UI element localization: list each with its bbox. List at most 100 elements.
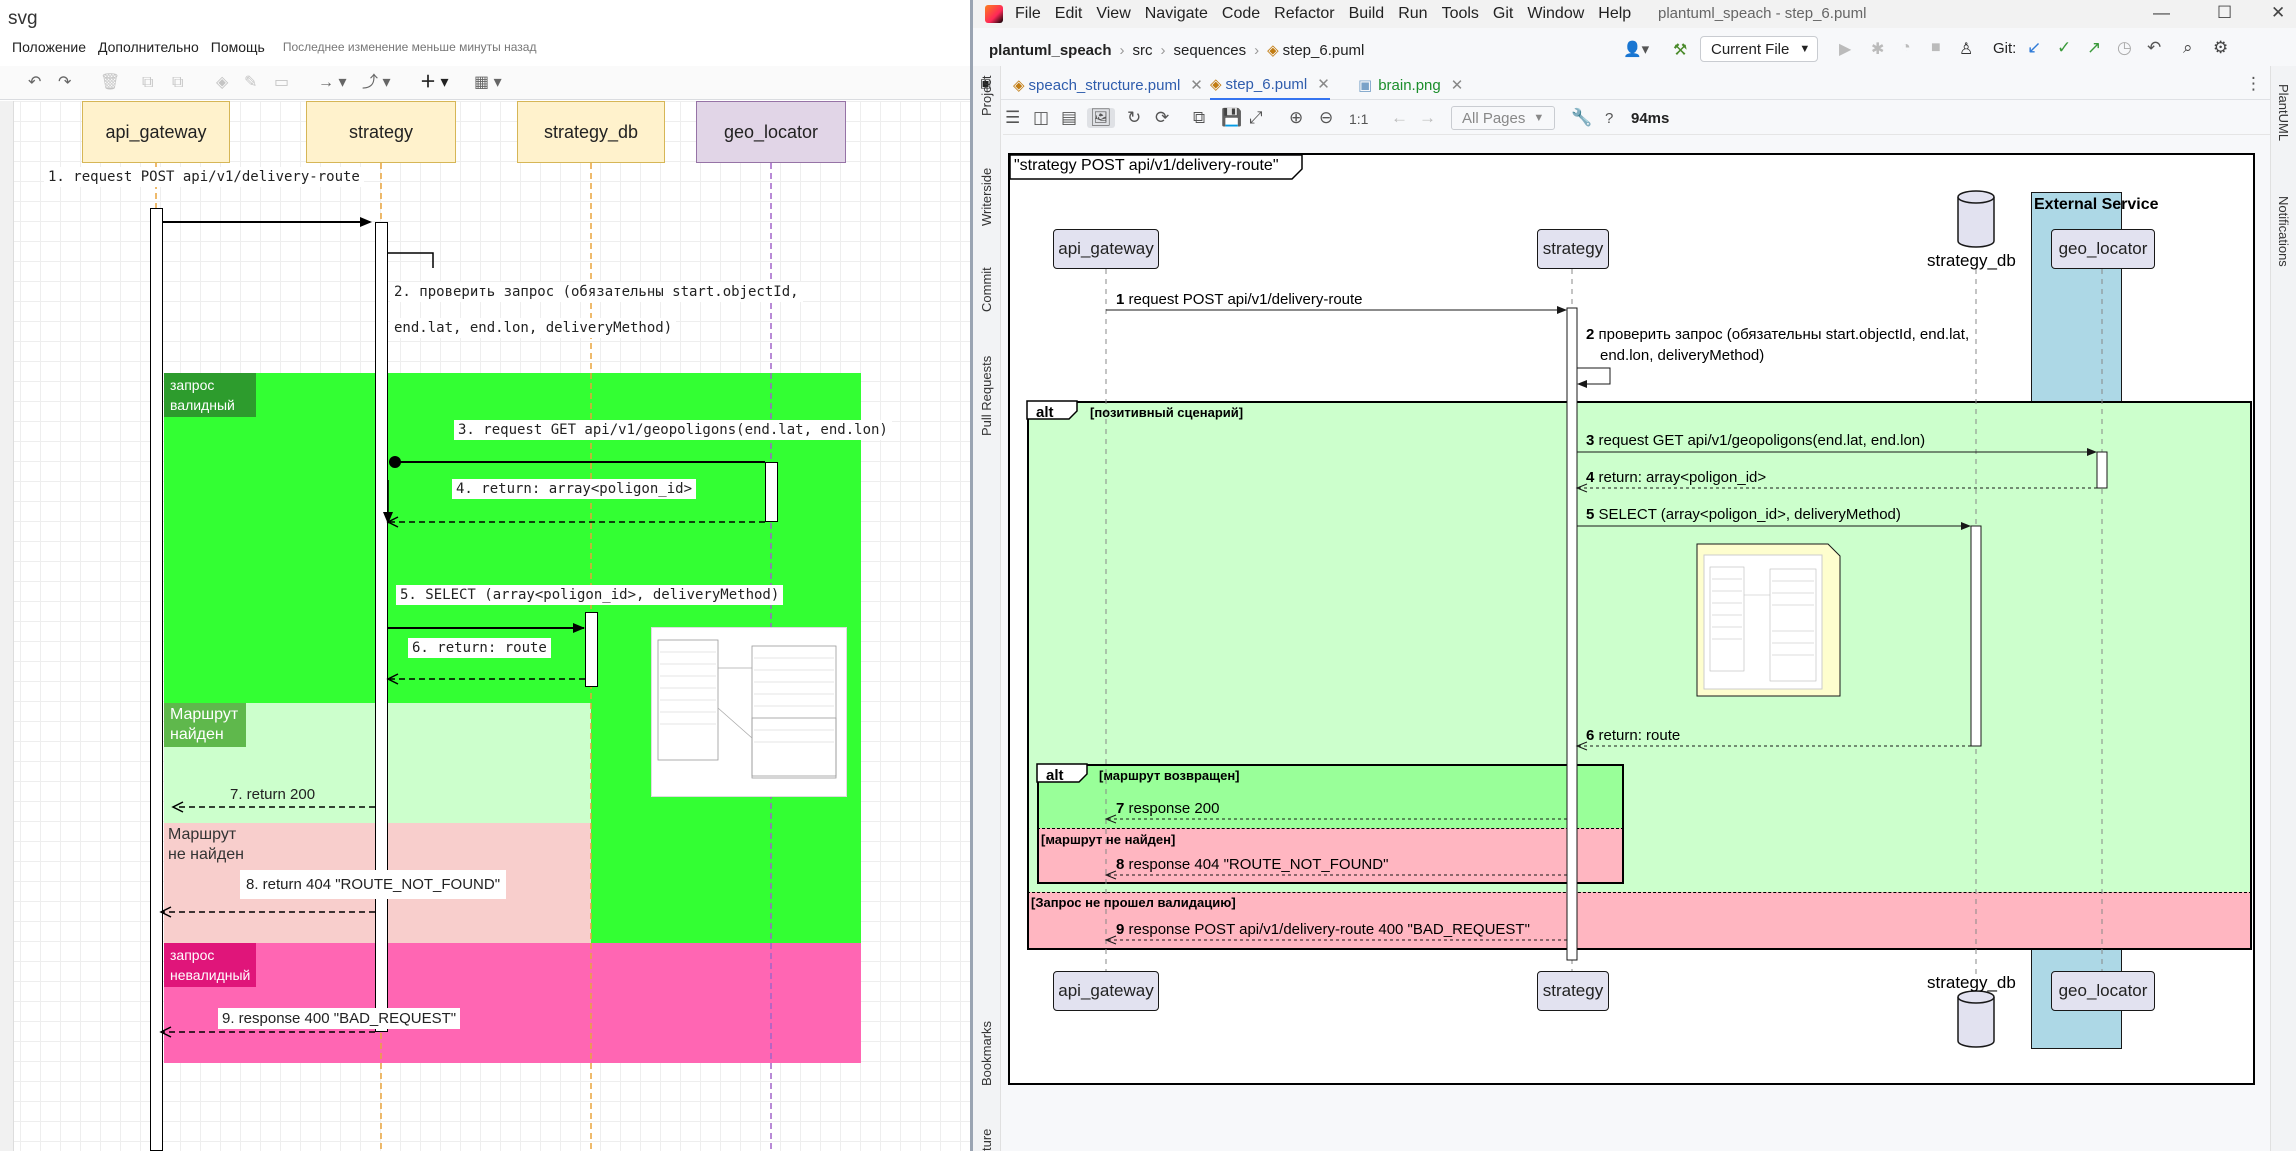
message-1-label[interactable]: 1. request POST api/v1/delivery-route <box>44 167 364 187</box>
tab-close-icon[interactable]: ✕ <box>1317 76 1330 93</box>
menu-git[interactable]: Git <box>1492 5 1514 22</box>
save-icon[interactable]: 💾 <box>1221 108 1243 127</box>
settings-gear-icon[interactable]: ⚙ <box>2213 38 2229 57</box>
menu-navigate[interactable]: Navigate <box>1144 5 1208 22</box>
menu-file[interactable]: File <box>1015 5 1041 22</box>
tab-brain-png[interactable]: ▣ brain.png ✕ <box>1358 70 1463 100</box>
message-2-label-line2[interactable]: end.lat, end.lon, deliveryMethod) <box>390 318 677 338</box>
tab-step-6[interactable]: ◈ step_6.puml ✕ <box>1210 70 1330 100</box>
git-push-icon[interactable]: ↗ <box>2087 38 2102 57</box>
breadcrumb-sequences[interactable]: sequences <box>1173 41 1247 59</box>
message-9-label[interactable]: 9. response 400 "BAD_REQUEST" <box>218 1008 461 1029</box>
msg-8[interactable]: 8 response 404 "ROUTE_NOT_FOUND" <box>1116 856 1388 873</box>
participant-strategy-top[interactable]: strategy <box>1537 229 1609 269</box>
to-back-icon[interactable]: ⧉ <box>172 74 184 91</box>
open-external-icon[interactable]: ⤢ <box>1249 108 1263 127</box>
git-history-icon[interactable]: ◷ <box>2117 38 2132 57</box>
shadow-icon[interactable]: ▭ <box>274 74 290 91</box>
msg-3[interactable]: 3 request GET api/v1/geopoligons(end.lat… <box>1586 432 1925 449</box>
line-color-icon[interactable]: ✎ <box>244 74 258 91</box>
participant-strategy-db-bottom[interactable]: strategy_db <box>1927 973 2016 992</box>
tool-writerside[interactable]: Writerside <box>979 167 994 226</box>
stop-icon[interactable]: ■ <box>1931 39 1941 56</box>
menu-build[interactable]: Build <box>1348 5 1385 22</box>
msg-1[interactable]: 1 request POST api/v1/delivery-route <box>1116 291 1363 308</box>
next-page-icon[interactable]: → <box>1419 108 1436 127</box>
menu-refactor[interactable]: Refactor <box>1274 5 1335 22</box>
more-tabs-icon[interactable]: ⋮ <box>2245 74 2262 93</box>
message-7-label[interactable]: 7. return 200 <box>230 786 316 803</box>
prev-page-icon[interactable]: ← <box>1391 108 1408 127</box>
msg-5[interactable]: 5 SELECT (array<poligon_id>, deliveryMet… <box>1586 506 1901 523</box>
tool-structure[interactable]: ture <box>979 1128 994 1151</box>
menu-run[interactable]: Run <box>1398 5 1428 22</box>
layout-split-icon[interactable]: ◫ <box>1033 108 1050 127</box>
coverage-icon[interactable]: ◔ <box>1901 39 1911 56</box>
menu-edit[interactable]: Edit <box>1054 5 1083 22</box>
message-4-label[interactable]: 4. return: array<poligon_id> <box>452 479 697 499</box>
tool-project[interactable]: Project <box>979 75 994 116</box>
menu-tools[interactable]: Tools <box>1441 5 1479 22</box>
alt-else-invalid[interactable] <box>1027 892 2252 950</box>
insert-icon[interactable]: ＋ ▾ <box>420 74 449 91</box>
msg-2-text-line2[interactable]: end.lon, deliveryMethod) <box>1600 347 1765 364</box>
tab-close-icon[interactable]: ✕ <box>1450 77 1464 94</box>
frame-invalid-tag[interactable]: запрос невалидный <box>164 943 256 987</box>
table-icon[interactable]: ▦ ▾ <box>474 74 502 91</box>
message-8-label[interactable]: 8. return 404 "ROUTE_NOT_FOUND" <box>240 870 507 899</box>
msg-9[interactable]: 9 response POST api/v1/delivery-route 40… <box>1116 921 1530 938</box>
menu-help[interactable]: Help <box>1598 5 1632 22</box>
actual-size-button[interactable]: 1:1 <box>1349 111 1369 127</box>
menu-help[interactable]: Помощь <box>210 39 265 55</box>
activation-strategy[interactable] <box>375 222 388 1032</box>
undo-icon[interactable]: ↶ <box>28 74 42 91</box>
last-change-status[interactable]: Последнее изменение меньше минуты назад <box>282 40 537 54</box>
build-hammer-icon[interactable]: ⚒ <box>1673 42 1688 59</box>
message-5-label[interactable]: 5. SELECT (array<poligon_id>, deliveryMe… <box>396 585 784 605</box>
tool-notifications[interactable]: Notifications <box>2276 196 2291 267</box>
ide-logo-icon[interactable] <box>985 5 1003 23</box>
message-2-label-line1[interactable]: 2. проверить запрос (обязательны start.o… <box>390 282 803 302</box>
pages-select[interactable]: All Pages ▼ <box>1451 106 1555 130</box>
tab-speach-structure[interactable]: ◈ speach_structure.puml ✕ <box>1013 70 1203 100</box>
help-icon[interactable]: ? <box>1605 110 1614 127</box>
participant-api-gateway[interactable]: api_gateway <box>82 101 230 163</box>
plantuml-preview[interactable]: External Service <box>1008 153 2255 1085</box>
window-divider[interactable] <box>970 0 973 1151</box>
waypoints-icon[interactable]: ⤴ ▾ <box>362 74 391 91</box>
embedded-diagram-image[interactable] <box>651 627 847 797</box>
layout-preview-icon[interactable]: 🖼 <box>1087 108 1115 128</box>
tab-close-icon[interactable]: ✕ <box>1190 77 1203 94</box>
participant-strategy-db-top[interactable]: strategy_db <box>1927 251 2016 270</box>
msg-6[interactable]: 6 return: route <box>1586 727 1680 744</box>
activation-geo-locator[interactable] <box>765 462 778 522</box>
frame-invalid-request[interactable] <box>164 943 861 1063</box>
tool-plantuml[interactable]: PlantUML <box>2276 84 2291 142</box>
menu-window[interactable]: Window <box>1527 5 1585 22</box>
search-icon[interactable]: ⌕ <box>2183 38 2193 57</box>
msg-2[interactable]: 2 проверить запрос (обязательны start.ob… <box>1586 326 1969 343</box>
message-6-label[interactable]: 6. return: route <box>408 638 551 658</box>
breadcrumb-src[interactable]: src <box>1132 41 1153 59</box>
participant-geo-locator-bottom[interactable]: geo_locator <box>2051 971 2155 1011</box>
run-icon[interactable]: ▶ <box>1839 41 1852 58</box>
menu-position[interactable]: Положение <box>12 39 86 55</box>
fill-color-icon[interactable]: ◈ <box>216 74 229 91</box>
participant-strategy[interactable]: strategy <box>306 101 456 163</box>
git-commit-icon[interactable]: ✓ <box>2057 38 2072 57</box>
participant-api-gateway-top[interactable]: api_gateway <box>1053 229 1159 269</box>
copy-icon[interactable]: ⧉ <box>1193 108 1206 127</box>
tool-pull-requests[interactable]: Pull Requests <box>979 355 994 436</box>
run-config-select[interactable]: Current File ▼ <box>1700 36 1818 62</box>
tool-bookmarks[interactable]: Bookmarks <box>979 1020 994 1086</box>
redo-icon[interactable]: ↷ <box>58 74 72 91</box>
breadcrumb-file[interactable]: step_6.puml <box>1282 41 1365 59</box>
wrench-icon[interactable]: 🔧 <box>1571 108 1593 127</box>
activation-strategy-db[interactable] <box>585 612 598 687</box>
zoom-out-icon[interactable]: ⊖ <box>1319 108 1334 127</box>
frame-not-found-tag[interactable]: Маршрут не найден <box>164 823 250 867</box>
breadcrumb-project[interactable]: plantuml_speach <box>989 41 1112 59</box>
layout-editor-only-icon[interactable]: ☰ <box>1005 108 1021 127</box>
reload-icon[interactable]: ⟳ <box>1155 108 1170 127</box>
participant-geo-locator-top[interactable]: geo_locator <box>2051 229 2155 269</box>
